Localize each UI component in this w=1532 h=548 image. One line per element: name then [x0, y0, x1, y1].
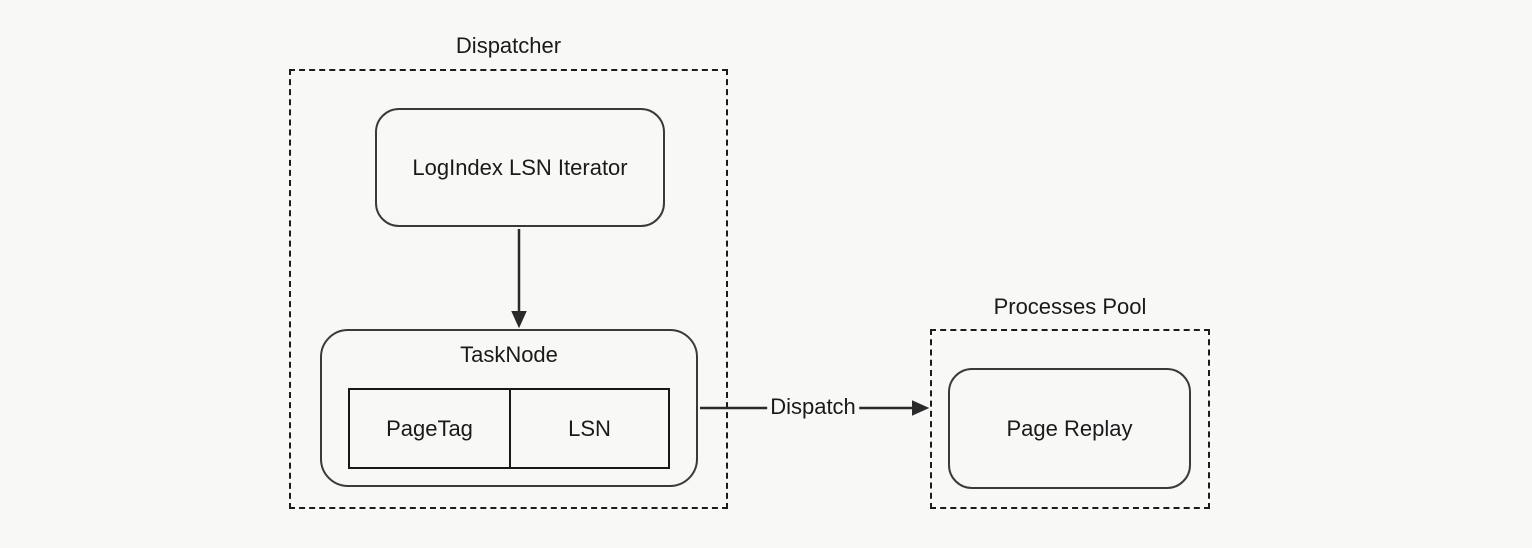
processes-pool-group-label: Processes Pool [993, 294, 1147, 319]
tasknode-cell-pagetag: PageTag [386, 415, 473, 441]
node-logindex-lsn-iterator-label: LogIndex LSN Iterator [412, 154, 628, 180]
node-page-replay-label: Page Replay [1006, 415, 1133, 441]
dispatcher-group-label: Dispatcher [455, 33, 562, 58]
node-logindex-lsn-iterator: LogIndex LSN Iterator [375, 108, 665, 227]
processes-pool-group-box [930, 329, 1210, 509]
tasknode-table: PageTag LSN [348, 388, 670, 469]
dispatcher-group-box [289, 69, 728, 509]
node-tasknode-title: TaskNode [460, 342, 558, 367]
node-page-replay: Page Replay [948, 368, 1191, 489]
tasknode-cell-lsn: LSN [509, 390, 668, 467]
node-tasknode: TaskNode PageTag LSN [320, 329, 698, 487]
dispatch-edge-label: Dispatch [767, 394, 859, 420]
